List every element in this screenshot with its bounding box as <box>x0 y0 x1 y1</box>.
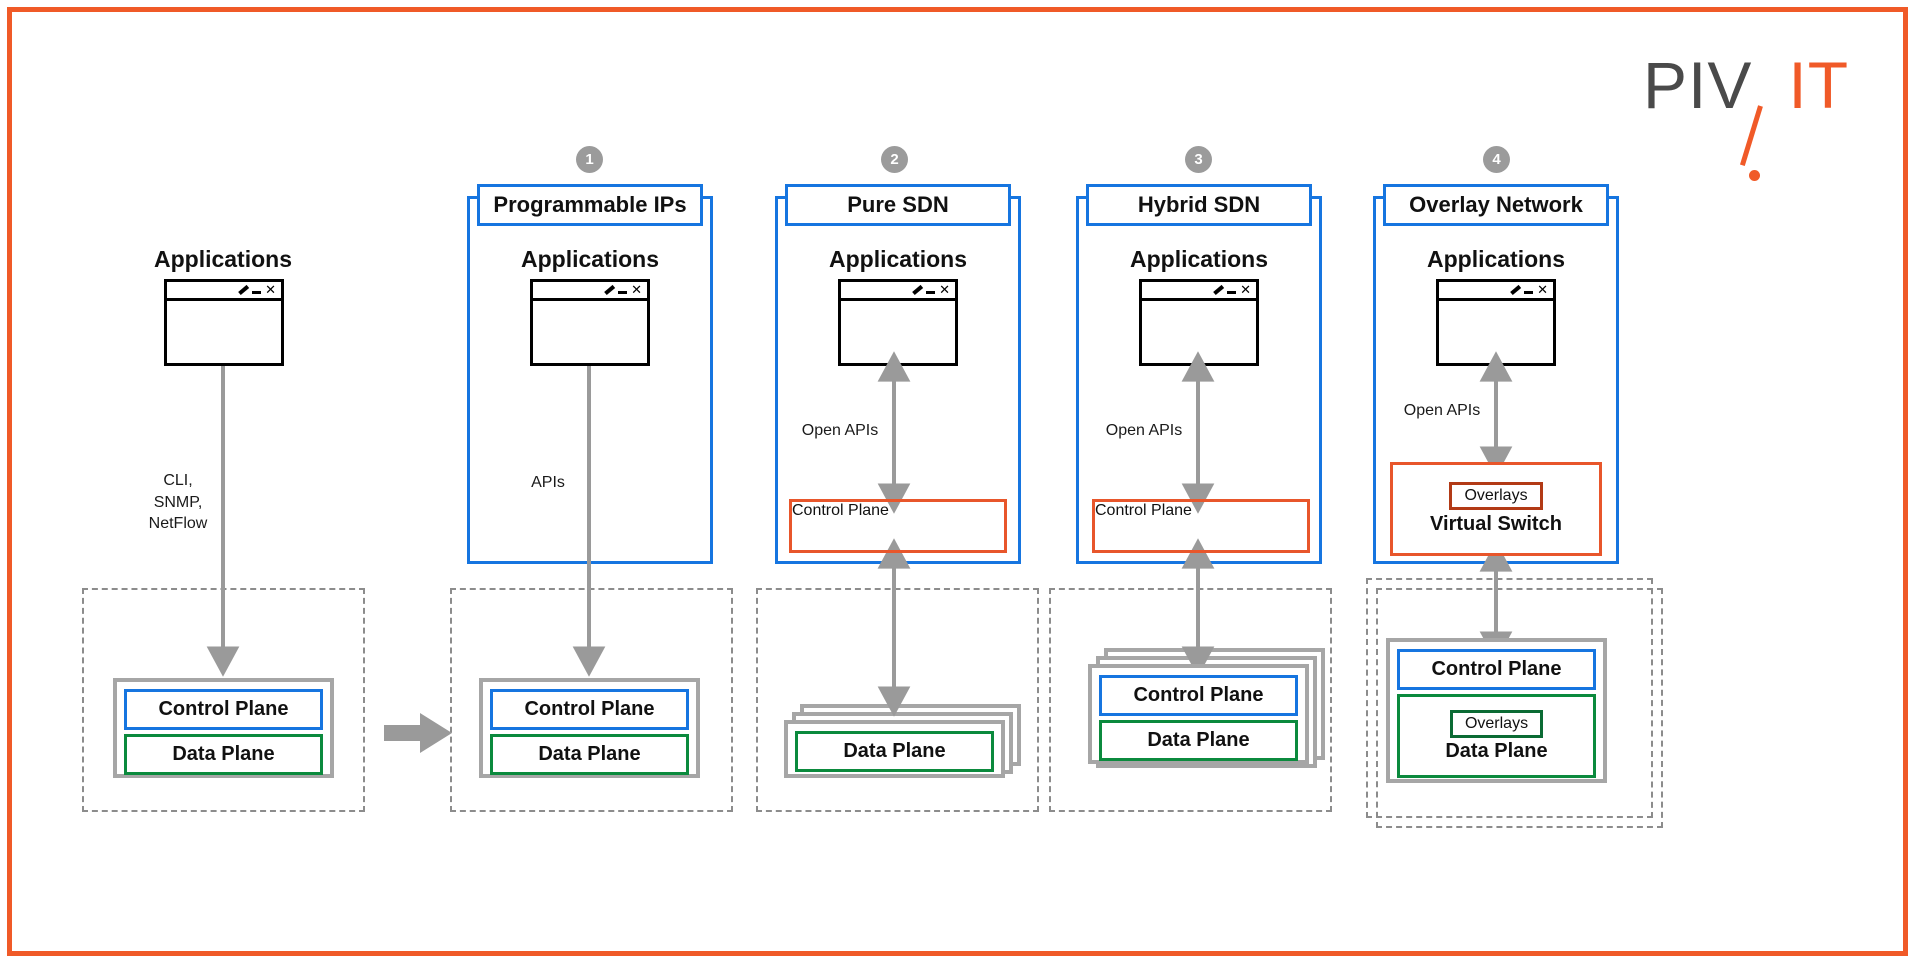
virtual-switch-title: Virtual Switch <box>1430 513 1562 535</box>
network-device-region-col2 <box>756 588 1039 812</box>
network-device-col2: Data Plane <box>784 720 1005 778</box>
connector-label-col4: Open APIs <box>1403 402 1481 419</box>
applications-label-col0: Applications <box>153 246 292 272</box>
control-plane-box-col1: Control Plane <box>490 689 689 730</box>
applications-label-col1: Applications <box>520 246 659 272</box>
network-device-col3: Control Plane Data Plane <box>1088 664 1309 764</box>
connector-label-col3: Open APIs <box>1105 422 1183 439</box>
application-window-icon-col3: ✕ <box>1139 279 1259 366</box>
control-plane-box-col3: Control Plane <box>1099 675 1298 716</box>
application-window-icon-col0: ✕ <box>164 279 284 366</box>
data-plane-box-col1: Data Plane <box>490 734 689 775</box>
connector-label-col0: CLI, SNMP, NetFlow <box>148 472 208 533</box>
data-plane-box-col4: Overlays Data Plane <box>1397 694 1596 778</box>
overlays-chip-virtual-switch: Overlays <box>1449 482 1543 510</box>
connector-label-col2: Open APIs <box>801 422 879 439</box>
step-badge-2: 2 <box>881 146 908 173</box>
logo-text-orange: IT <box>1788 48 1850 122</box>
group-title-col1: Programmable IPs <box>477 184 703 226</box>
network-device-col4: Control Plane Overlays Data Plane <box>1386 638 1607 783</box>
data-plane-box-col3: Data Plane <box>1099 720 1298 761</box>
virtual-switch-box-col4: Overlays Virtual Switch <box>1390 462 1602 556</box>
control-plane-box-col0: Control Plane <box>124 689 323 730</box>
applications-label-col4: Applications <box>1426 246 1565 272</box>
network-device-col1: Control Plane Data Plane <box>479 678 700 778</box>
network-device-region-col1 <box>450 588 733 812</box>
page-border <box>7 7 1908 956</box>
application-window-icon-col4: ✕ <box>1436 279 1556 366</box>
data-plane-box-col0: Data Plane <box>124 734 323 775</box>
control-plane-box-col4: Control Plane <box>1397 649 1596 690</box>
applications-label-col2: Applications <box>828 246 967 272</box>
data-plane-label-col4: Data Plane <box>1445 739 1548 762</box>
step-badge-4: 4 <box>1483 146 1510 173</box>
logo-text-dark: PIV <box>1643 48 1753 122</box>
control-plane-box-group-col2: Control Plane <box>789 499 1007 553</box>
connector-label-col1: APIs <box>531 474 565 491</box>
network-device-region-back-col4 <box>1376 588 1663 828</box>
data-plane-box-col2: Data Plane <box>795 731 994 772</box>
application-window-icon-col1: ✕ <box>530 279 650 366</box>
group-title-col4: Overlay Network <box>1383 184 1609 226</box>
group-title-col3: Hybrid SDN <box>1086 184 1312 226</box>
step-badge-1: 1 <box>576 146 603 173</box>
control-plane-box-group-col3: Control Plane <box>1092 499 1310 553</box>
overlays-chip-data-plane: Overlays <box>1449 709 1544 738</box>
step-badge-3: 3 <box>1185 146 1212 173</box>
applications-label-col3: Applications <box>1129 246 1268 272</box>
application-window-icon-col2: ✕ <box>838 279 958 366</box>
network-device-col0: Control Plane Data Plane <box>113 678 334 778</box>
group-title-col2: Pure SDN <box>785 184 1011 226</box>
